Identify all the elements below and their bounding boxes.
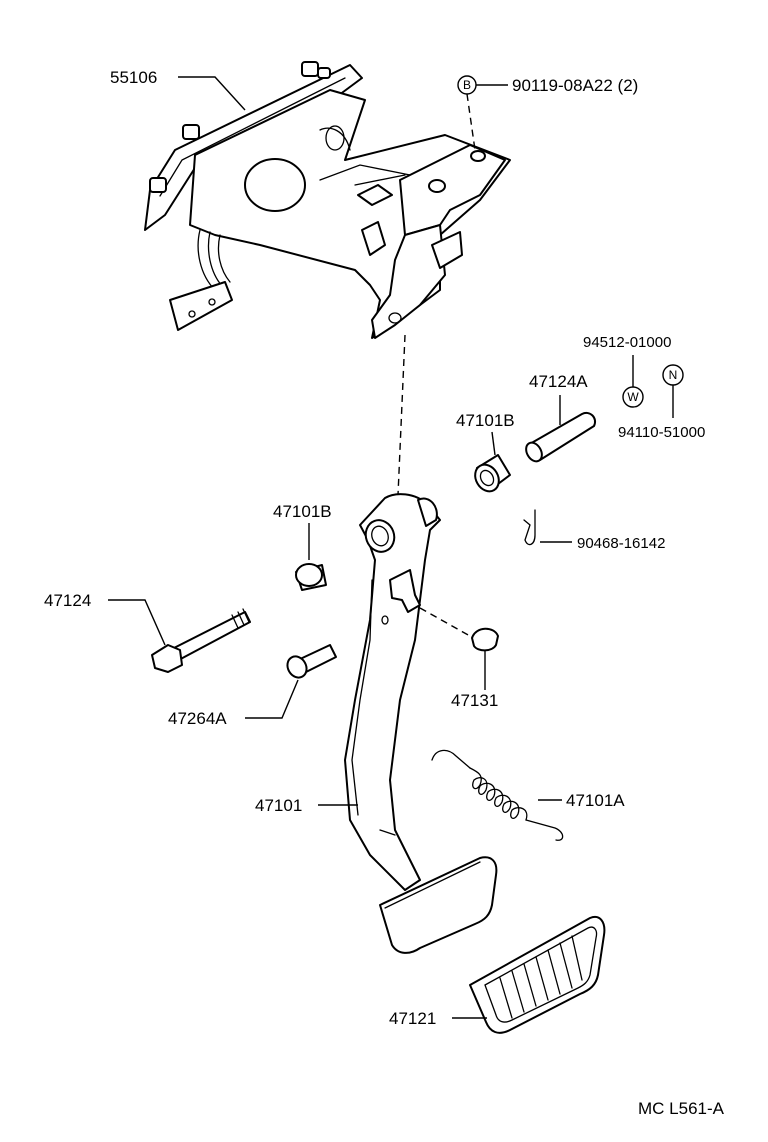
clip-90468 <box>523 509 572 546</box>
label-47101B-upper: 47101B <box>456 411 515 430</box>
nut-mark-symbol: N <box>669 368 678 382</box>
label-94110: 94110-51000 <box>618 424 705 441</box>
pivot-alignment-line <box>397 334 406 496</box>
diagram-code: MC L561-A <box>638 1099 725 1118</box>
label-47131: 47131 <box>451 691 498 710</box>
washer-mark-symbol: W <box>627 390 639 404</box>
bushing-47101B-upper <box>474 431 511 493</box>
label-90468: 90468-16142 <box>577 535 665 552</box>
label-90119: 90119-08A22 (2) <box>512 76 638 95</box>
brake-pedal-arm <box>318 493 498 954</box>
label-47101A: 47101A <box>566 791 625 810</box>
bushing-47101B-lower <box>295 523 327 591</box>
pin-47264A <box>245 644 337 719</box>
pedal-pad-47121 <box>452 916 606 1034</box>
label-47121: 47121 <box>389 1009 436 1028</box>
label-55106: 55106 <box>110 68 157 87</box>
leader-55106 <box>178 76 246 111</box>
label-47101: 47101 <box>255 796 302 815</box>
label-47264A: 47264A <box>168 709 227 728</box>
label-47124: 47124 <box>44 591 91 610</box>
label-94512: 94512-01000 <box>583 334 671 351</box>
label-47101B-lower: 47101B <box>273 502 332 521</box>
collar-47124A <box>525 395 596 463</box>
bolt-90119-callout: B <box>457 75 508 151</box>
return-spring-47101A <box>431 749 564 841</box>
label-47124A: 47124A <box>529 372 588 391</box>
stopper-47131 <box>419 607 499 690</box>
bolt-47124 <box>108 599 251 673</box>
washer-nut-callouts: W N <box>622 355 684 418</box>
bolt-mark-symbol: B <box>463 78 471 92</box>
pedal-support-bracket <box>144 61 511 339</box>
washer-mark-icon <box>622 386 644 408</box>
